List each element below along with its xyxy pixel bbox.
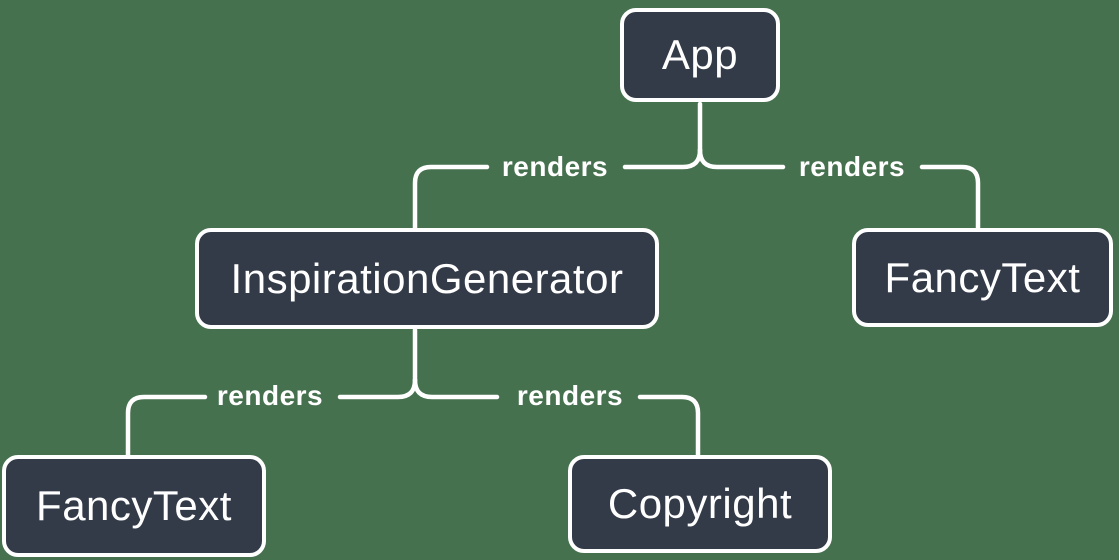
edge-label-inspiration-copyright: renders <box>516 380 624 411</box>
node-fancy-text-left: FancyText <box>2 455 266 557</box>
connector-app-branch-left <box>622 147 703 170</box>
connector-app-branch-right <box>697 147 786 170</box>
connector-to-fancy-right <box>919 164 981 231</box>
node-app-label: App <box>661 31 739 78</box>
node-inspiration-generator: InspirationGenerator <box>195 228 659 329</box>
connector-inspiration-branch-left <box>337 377 418 400</box>
edge-label-app-inspiration: renders <box>501 151 609 182</box>
node-app: App <box>620 8 780 102</box>
connector-inspiration-branch-right <box>412 377 500 400</box>
edge-label-inspiration-fancy-left: renders <box>216 380 324 411</box>
edge-label-app-fancy-right: renders <box>798 151 906 182</box>
node-inspiration-generator-label: InspirationGenerator <box>230 254 624 302</box>
connector-to-inspiration <box>412 164 490 231</box>
node-fancy-text-right: FancyText <box>852 228 1113 327</box>
node-copyright-label: Copyright <box>607 480 793 527</box>
node-fancy-text-left-label: FancyText <box>36 482 232 529</box>
node-fancy-text-right-label: FancyText <box>884 253 1081 301</box>
node-copyright: Copyright <box>568 455 832 553</box>
connector-to-fancy-left <box>125 394 208 458</box>
connector-to-copyright <box>637 394 701 458</box>
